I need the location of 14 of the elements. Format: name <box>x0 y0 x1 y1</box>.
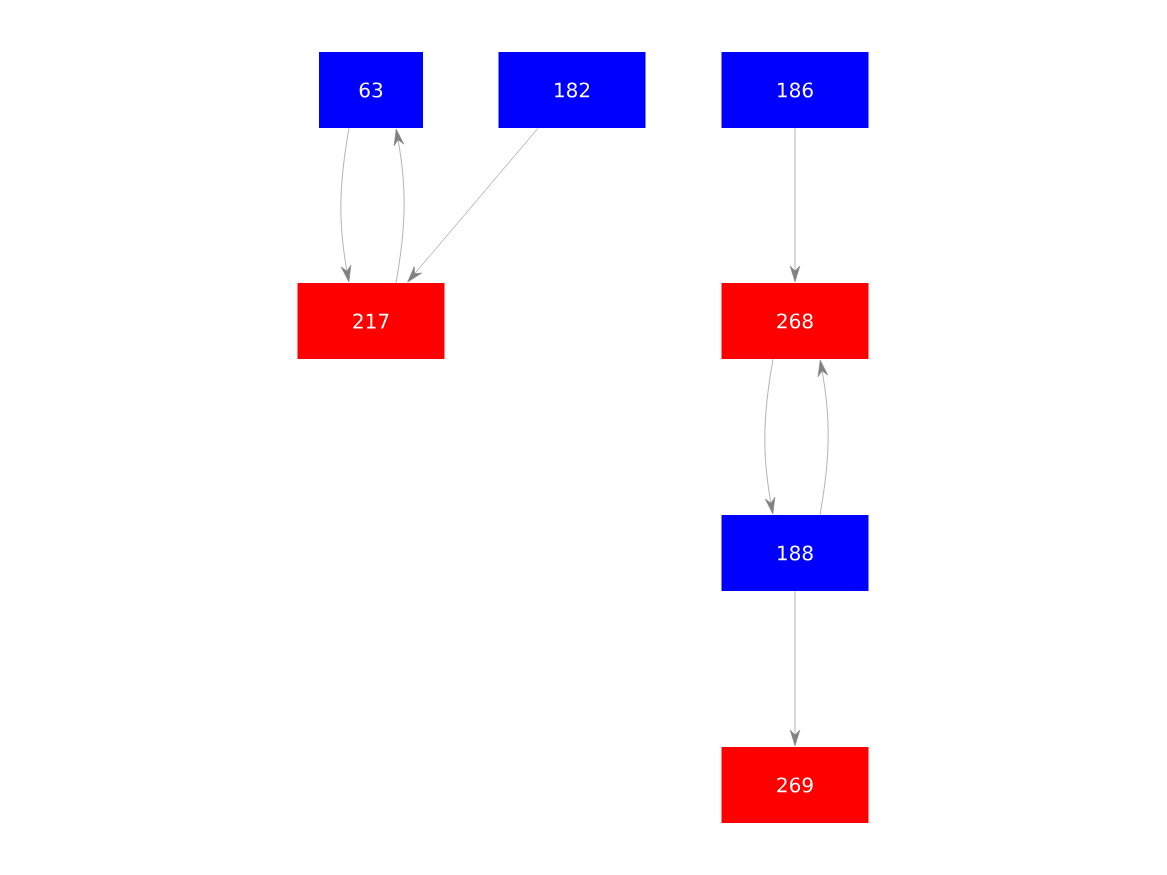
arrow <box>789 127 801 283</box>
number-box: 186 <box>721 52 869 128</box>
number-box: 63 <box>319 52 423 128</box>
number-box: 268 <box>721 283 869 359</box>
arrow <box>789 590 801 747</box>
arrow <box>764 358 776 515</box>
number-box: 217 <box>297 283 445 359</box>
number-box: 188 <box>721 515 869 591</box>
arrow <box>393 128 405 284</box>
number-box: 269 <box>721 747 869 823</box>
number-box: 182 <box>498 52 646 128</box>
arrow <box>340 127 352 283</box>
arrow <box>817 359 829 516</box>
arrow <box>407 127 539 283</box>
